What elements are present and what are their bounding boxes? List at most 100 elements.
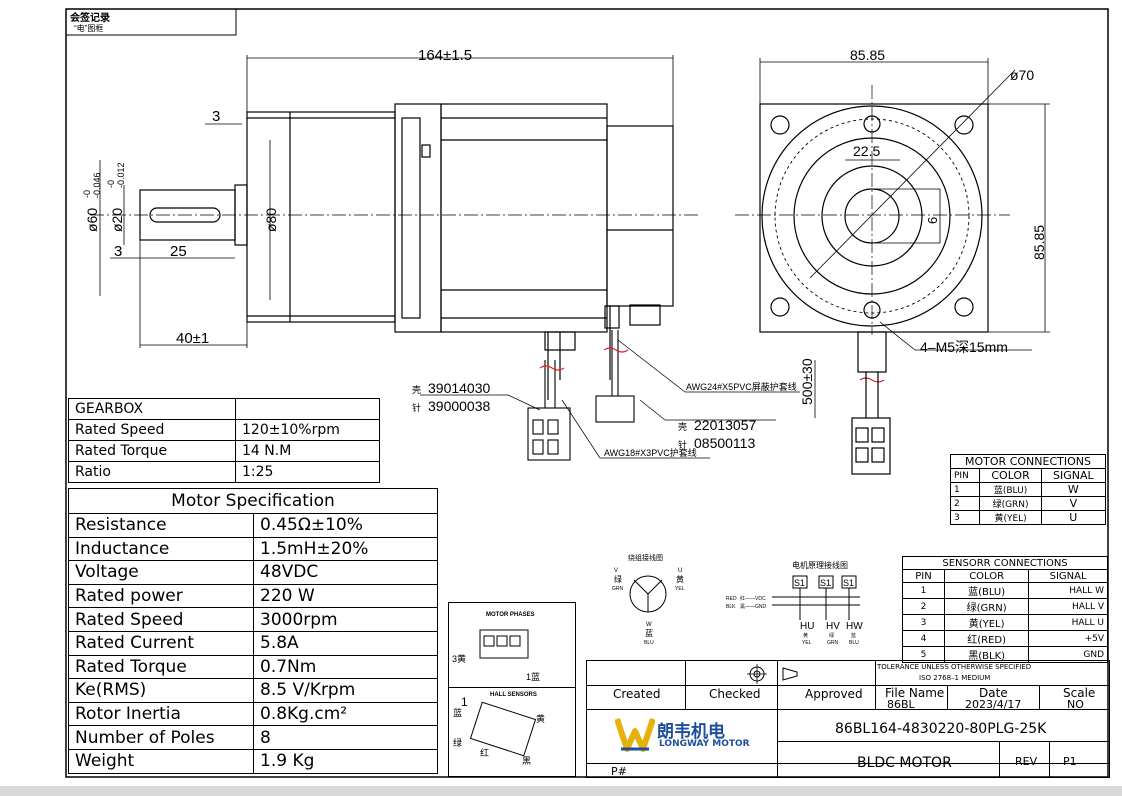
spec-value: 220 W [253, 583, 438, 609]
gearbox-value: 1:25 [235, 461, 380, 483]
schematic-hu-c: 黄 [803, 632, 808, 639]
gearbox-value: 120±10%rpm [235, 419, 380, 441]
sensor-conn-title: SENSORR CONNECTIONS [902, 556, 1108, 570]
pin: 1 [901, 582, 946, 599]
hall-blk: 黑 [522, 756, 531, 766]
dim-shaft-tol-upper: -0 [106, 180, 116, 188]
power-pin-no: 39000038 [428, 398, 491, 414]
schematic-hw: HW [846, 621, 863, 632]
pin: 2 [901, 598, 946, 615]
power-connector [527, 360, 571, 461]
dim-overall-length: 164±1.5 [418, 47, 472, 64]
rev-label: REV [1015, 755, 1038, 768]
power-housing-label: 壳 [412, 384, 421, 395]
schematic-hu-e: YEL [802, 640, 812, 646]
dim-mount-holes: 4–M5深15mm [920, 339, 1008, 355]
iso-note: ISO 2768–1 MEDIUM [919, 674, 991, 682]
dim-shaft-step: 3 [212, 108, 220, 125]
spec-value: 3000rpm [253, 607, 438, 632]
scale-value: NO [1067, 698, 1084, 711]
hall-sensors-box [448, 686, 576, 777]
winding-v: V [614, 568, 618, 574]
hall-blu: 蓝 [453, 707, 462, 718]
signal: V [1040, 496, 1107, 511]
winding-grn: 绿 [614, 575, 622, 584]
spec-key: Rated Current [68, 630, 254, 656]
schematic-hv-e: GRN [827, 640, 839, 646]
motor-conn-header: PIN [949, 468, 981, 483]
dim-gear-tol-upper: -0 [82, 190, 92, 198]
date-label: Date [979, 686, 1008, 700]
dim-shaft-dia: ø20 [109, 208, 125, 232]
winding-grn-en: GRN [612, 586, 624, 592]
winding-diagram [629, 575, 667, 613]
spec-value: 0.7Nm [253, 654, 438, 680]
winding-blu: 蓝 [645, 628, 653, 638]
dim-shaft-length: 40±1 [176, 330, 209, 347]
spec-key: Rotor Inertia [68, 701, 254, 727]
product-name: BLDC MOTOR [857, 755, 952, 771]
phases-title: MOTOR PHASES [486, 612, 535, 618]
dim-key-start: 3 [114, 243, 122, 260]
created-label: Created [613, 687, 661, 701]
color: 蓝(BLU) [944, 582, 1030, 599]
side-view [90, 103, 700, 400]
signal: W [1040, 482, 1107, 497]
winding-u: U [678, 568, 682, 574]
dim-key-height: 6 [925, 217, 940, 224]
hall-cable-spec: AWG24#X5PVC屏蔽护套线 [686, 381, 797, 392]
motor-spec-title: Motor Specification [68, 488, 438, 514]
color: 绿(GRN) [979, 496, 1042, 511]
gearbox-key: Rated Torque [68, 440, 236, 462]
motor-conn-title: MOTOR CONNECTIONS [950, 454, 1106, 469]
winding-title: 绕组接线图 [628, 553, 663, 562]
date-value: 2023/4/17 [965, 698, 1022, 711]
checked-label: Checked [709, 687, 761, 701]
spec-value: 1.5mH±20% [253, 536, 438, 562]
hall-red: 红 [480, 747, 489, 758]
logo-en: LONGWAY MOTOR [659, 739, 750, 749]
pin: 3 [901, 614, 946, 631]
gearbox-key: Ratio [68, 461, 236, 483]
spec-key: Weight [68, 748, 254, 774]
phases-pin1: 1蓝 [526, 671, 540, 682]
schematic-hv-c: 绿 [829, 632, 834, 639]
motor-conn-header: SIGNAL [1040, 468, 1107, 483]
title-block: TOLERANCE UNLESS OTHERWISE SPECIFIED ISO… [586, 660, 1110, 778]
hall-housing-label: 壳 [678, 421, 687, 432]
winding-blu-en: BLU [644, 640, 654, 646]
gearbox-value: 14 N.M [235, 440, 380, 462]
signal: U [1040, 510, 1107, 525]
dim-motor-dia: ø80 [263, 208, 279, 232]
sensor-conn-header: COLOR [944, 569, 1030, 583]
schematic-title: 电机原理接线图 [792, 560, 848, 570]
schematic-vdc: 红——VDC [740, 595, 766, 602]
dim-pilot-dia: 22.5 [853, 143, 880, 159]
color: 红(RED) [944, 630, 1030, 647]
hall-yel: 黄 [536, 713, 545, 724]
dim-side-height: 85.85 [1031, 225, 1047, 260]
schematic-hu: HU [800, 621, 814, 632]
sensor-conn-header: PIN [901, 569, 946, 583]
dim-bolt-circle: ø70 [1010, 67, 1034, 83]
color: 蓝(BLU) [979, 482, 1042, 497]
spec-value: 5.8A [253, 630, 438, 656]
front-view [735, 69, 1016, 475]
dim-shaft-tol-lower: -0.012 [116, 162, 126, 188]
corner-stamp-2: “电”图框 [74, 23, 103, 33]
spec-value: 1.9 Kg [253, 748, 438, 774]
file-name: 86BL [887, 698, 915, 711]
color: 黄(YEL) [979, 510, 1042, 525]
